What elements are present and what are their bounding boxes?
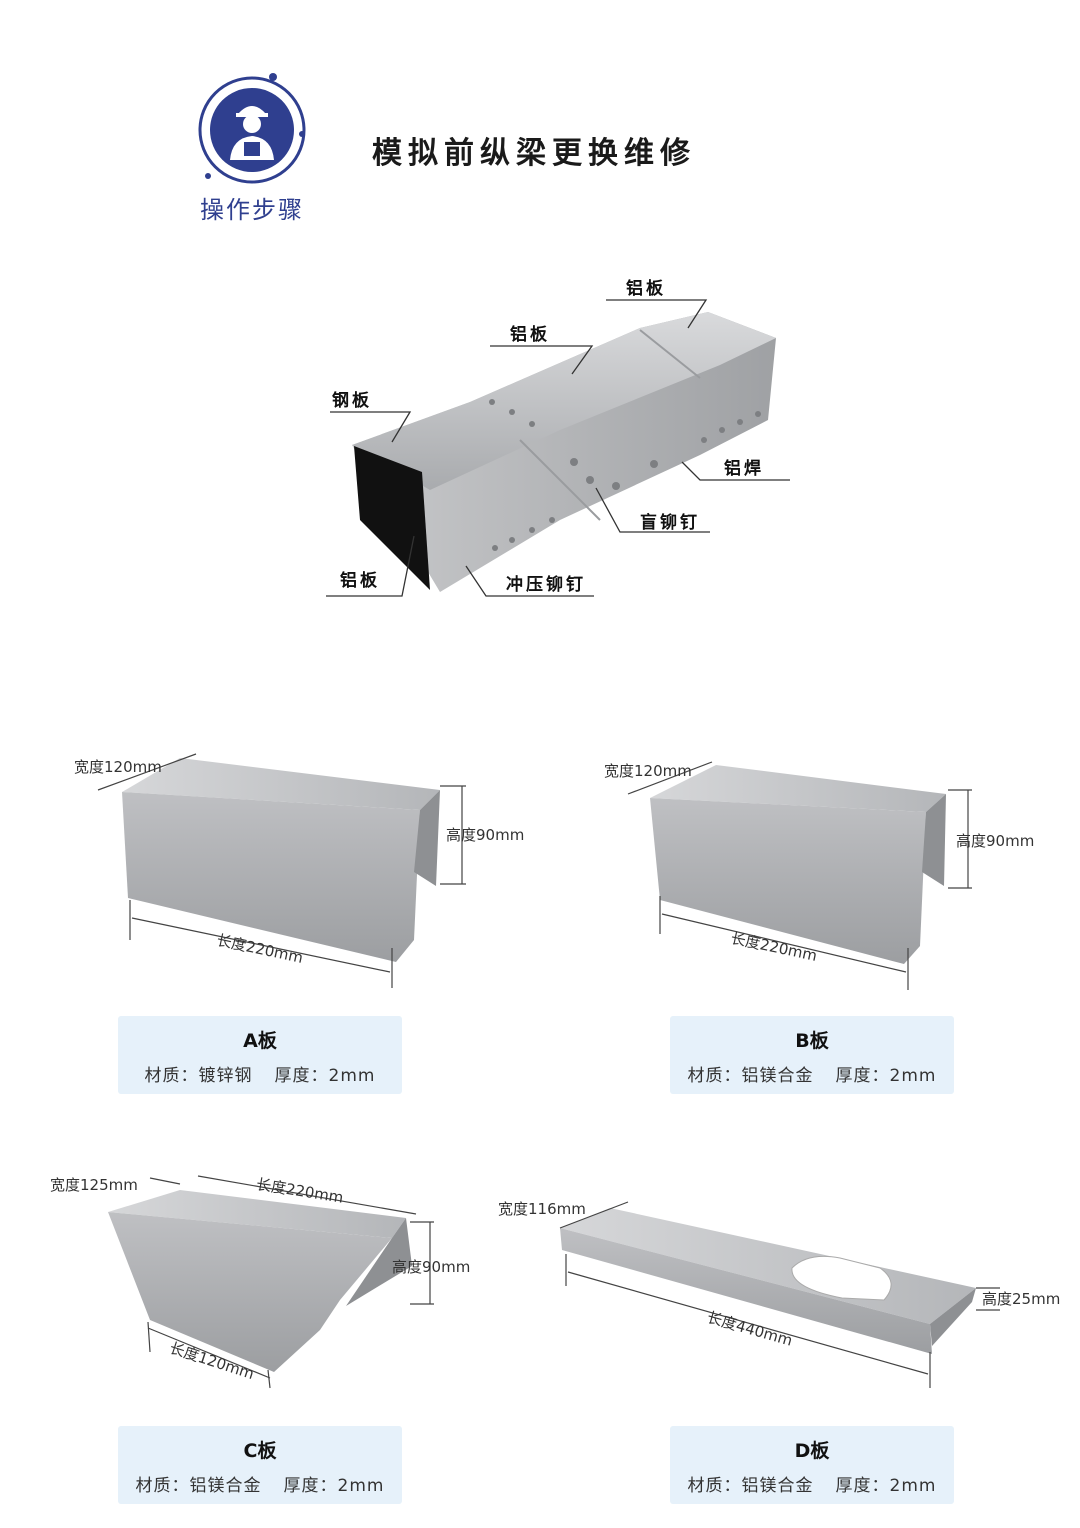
plate-d-material: 材质：铝镁合金 xyxy=(687,1476,814,1496)
plate-d-height: 高度25mm xyxy=(982,1290,1061,1308)
plate-d-drawing xyxy=(559,1201,1000,1388)
plate-b-name: B板 xyxy=(795,1030,829,1052)
label-blind-rivet: 盲铆钉 xyxy=(640,513,700,533)
plate-a-thickness: 厚度：2mm xyxy=(274,1066,376,1086)
plate-b-drawing xyxy=(627,761,972,990)
plate-c-material: 材质：铝镁合金 xyxy=(135,1476,262,1496)
step-logo xyxy=(190,68,320,228)
plate-a-height: 高度90mm xyxy=(446,826,525,844)
plate-c-height: 高度90mm xyxy=(392,1258,471,1276)
plate-b-thickness: 厚度：2mm xyxy=(835,1066,937,1086)
plate-c-card: C板 材质：铝镁合金 厚度：2mm xyxy=(118,1426,402,1504)
plate-b-card: B板 材质：铝镁合金 厚度：2mm xyxy=(670,1016,954,1094)
plate-a-width: 宽度120mm xyxy=(74,758,162,776)
plate-c-name: C板 xyxy=(243,1440,277,1462)
label-steel: 钢板 xyxy=(332,391,372,411)
page-title: 模拟前纵梁更换维修 xyxy=(372,136,696,171)
label-al-top: 铝板 xyxy=(626,279,666,299)
step-label: 操作步骤 xyxy=(200,196,304,224)
label-press-rivet: 冲压铆钉 xyxy=(506,575,586,595)
plate-d-name: D板 xyxy=(794,1440,830,1462)
plate-c-drawing xyxy=(108,1175,434,1389)
plate-c-width: 宽度125mm xyxy=(50,1176,138,1194)
label-al-bottom: 铝板 xyxy=(340,571,380,591)
plate-a-material: 材质：镀锌钢 xyxy=(144,1066,253,1086)
plate-c-thickness: 厚度：2mm xyxy=(283,1476,385,1496)
plate-d-width: 宽度116mm xyxy=(498,1200,586,1218)
worker-icon xyxy=(198,73,306,184)
plate-b-width: 宽度120mm xyxy=(604,762,692,780)
plate-d-card: D板 材质：铝镁合金 厚度：2mm xyxy=(670,1426,954,1504)
plate-a-card: A板 材质：镀锌钢 厚度：2mm xyxy=(118,1016,402,1094)
beam-top xyxy=(352,312,776,490)
plate-b-material: 材质：铝镁合金 xyxy=(687,1066,814,1086)
plate-b-height: 高度90mm xyxy=(956,832,1035,850)
plate-d-thickness: 厚度：2mm xyxy=(835,1476,937,1496)
plate-a-name: A板 xyxy=(243,1030,277,1052)
label-al-weld: 铝焊 xyxy=(724,459,764,479)
plate-a-drawing xyxy=(97,753,466,988)
label-al-mid: 铝板 xyxy=(510,325,550,345)
